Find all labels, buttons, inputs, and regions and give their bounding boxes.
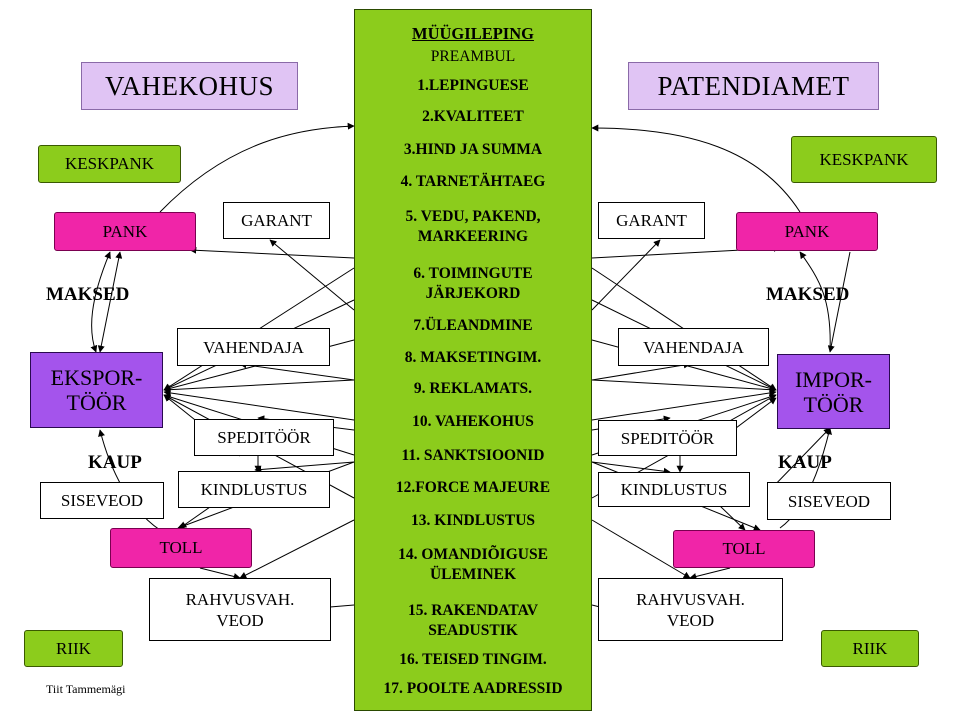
right-toll-box: TOLL — [673, 530, 815, 568]
contract-item: 8. MAKSETINGIM. — [404, 349, 542, 366]
contract-item: 7.ÜLEANDMINE — [413, 317, 533, 334]
right-pank-box: PANK — [736, 212, 878, 251]
contract-item: 9. REKLAMATS. — [413, 380, 533, 397]
right-kindlustus-box: KINDLUSTUS — [598, 472, 750, 507]
contract-item: 4. TARNETÄHTAEG — [400, 173, 546, 190]
right-riik-box: RIIK — [821, 630, 919, 667]
contract-preamble: PREAMBUL — [430, 48, 516, 65]
left-rahvusvah-veod-box: RAHVUSVAH. VEOD — [149, 578, 331, 641]
contract-title: MÜÜGILEPING — [412, 24, 534, 43]
left-kaup-label: KAUP — [88, 452, 142, 473]
contract-item: 10. VAHEKOHUS — [412, 413, 534, 430]
contract-item: 12.FORCE MAJEURE — [395, 479, 551, 496]
contract-item: 1.LEPINGUESE — [417, 77, 529, 94]
contract-item: 11. SANKTSIOONID — [401, 447, 545, 464]
left-maksed-label: MAKSED — [46, 284, 130, 305]
right-siseveod-box: SISEVEOD — [767, 482, 891, 520]
contract-item: 13. KINDLUSTUS — [410, 512, 536, 529]
left-toll-box: TOLL — [110, 528, 252, 568]
contract-item: 2.KVALITEET — [422, 108, 524, 125]
left-keskpank-box: KESKPANK — [38, 145, 181, 183]
left-speditoor-box: SPEDITÖÖR — [194, 419, 334, 456]
right-maksed-label: MAKSED — [766, 284, 850, 305]
vahekohus-box: VAHEKOHUS — [81, 62, 298, 110]
contract-panel: MÜÜGILEPING PREAMBUL 1.LEPINGUESE 2.KVAL… — [354, 9, 592, 711]
left-kindlustus-box: KINDLUSTUS — [178, 471, 330, 508]
left-garant-box: GARANT — [223, 202, 330, 239]
importoor-box: IMPOR- TÖÖR — [777, 354, 890, 429]
left-riik-box: RIIK — [24, 630, 123, 667]
right-rahvusvah-veod-box: RAHVUSVAH. VEOD — [598, 578, 783, 641]
contract-item: 17. POOLTE AADRESSID — [383, 680, 563, 697]
left-pank-box: PANK — [54, 212, 196, 251]
right-keskpank-box: KESKPANK — [791, 136, 937, 183]
contract-item: 6. TOIMINGUTE JÄRJEKORD — [413, 265, 533, 302]
left-vahendaja-box: VAHENDAJA — [177, 328, 330, 366]
author-label: Tiit Tammemägi — [46, 682, 126, 696]
contract-item: 15. RAKENDATAV SEADUSTIK — [407, 602, 539, 639]
right-vahendaja-box: VAHENDAJA — [618, 328, 769, 366]
contract-item: 3.HIND JA SUMMA — [403, 141, 543, 158]
right-speditoor-box: SPEDITÖÖR — [598, 420, 737, 456]
arc-left-top — [159, 122, 355, 213]
eksportoor-box: EKSPOR- TÖÖR — [30, 352, 163, 428]
right-kaup-label: KAUP — [778, 452, 832, 473]
contract-item: 5. VEDU, PAKEND, MARKEERING — [405, 208, 541, 245]
right-garant-box: GARANT — [598, 202, 705, 239]
arc-right-top — [591, 124, 801, 213]
contract-item: 16. TEISED TINGIM. — [399, 651, 547, 668]
arc-right-bank — [799, 251, 831, 353]
patendiamet-box: PATENDIAMET — [628, 62, 879, 110]
left-siseveod-box: SISEVEOD — [40, 482, 164, 519]
contract-item: 14. OMANDIÕIGUSE ÜLEMINEK — [398, 546, 548, 583]
